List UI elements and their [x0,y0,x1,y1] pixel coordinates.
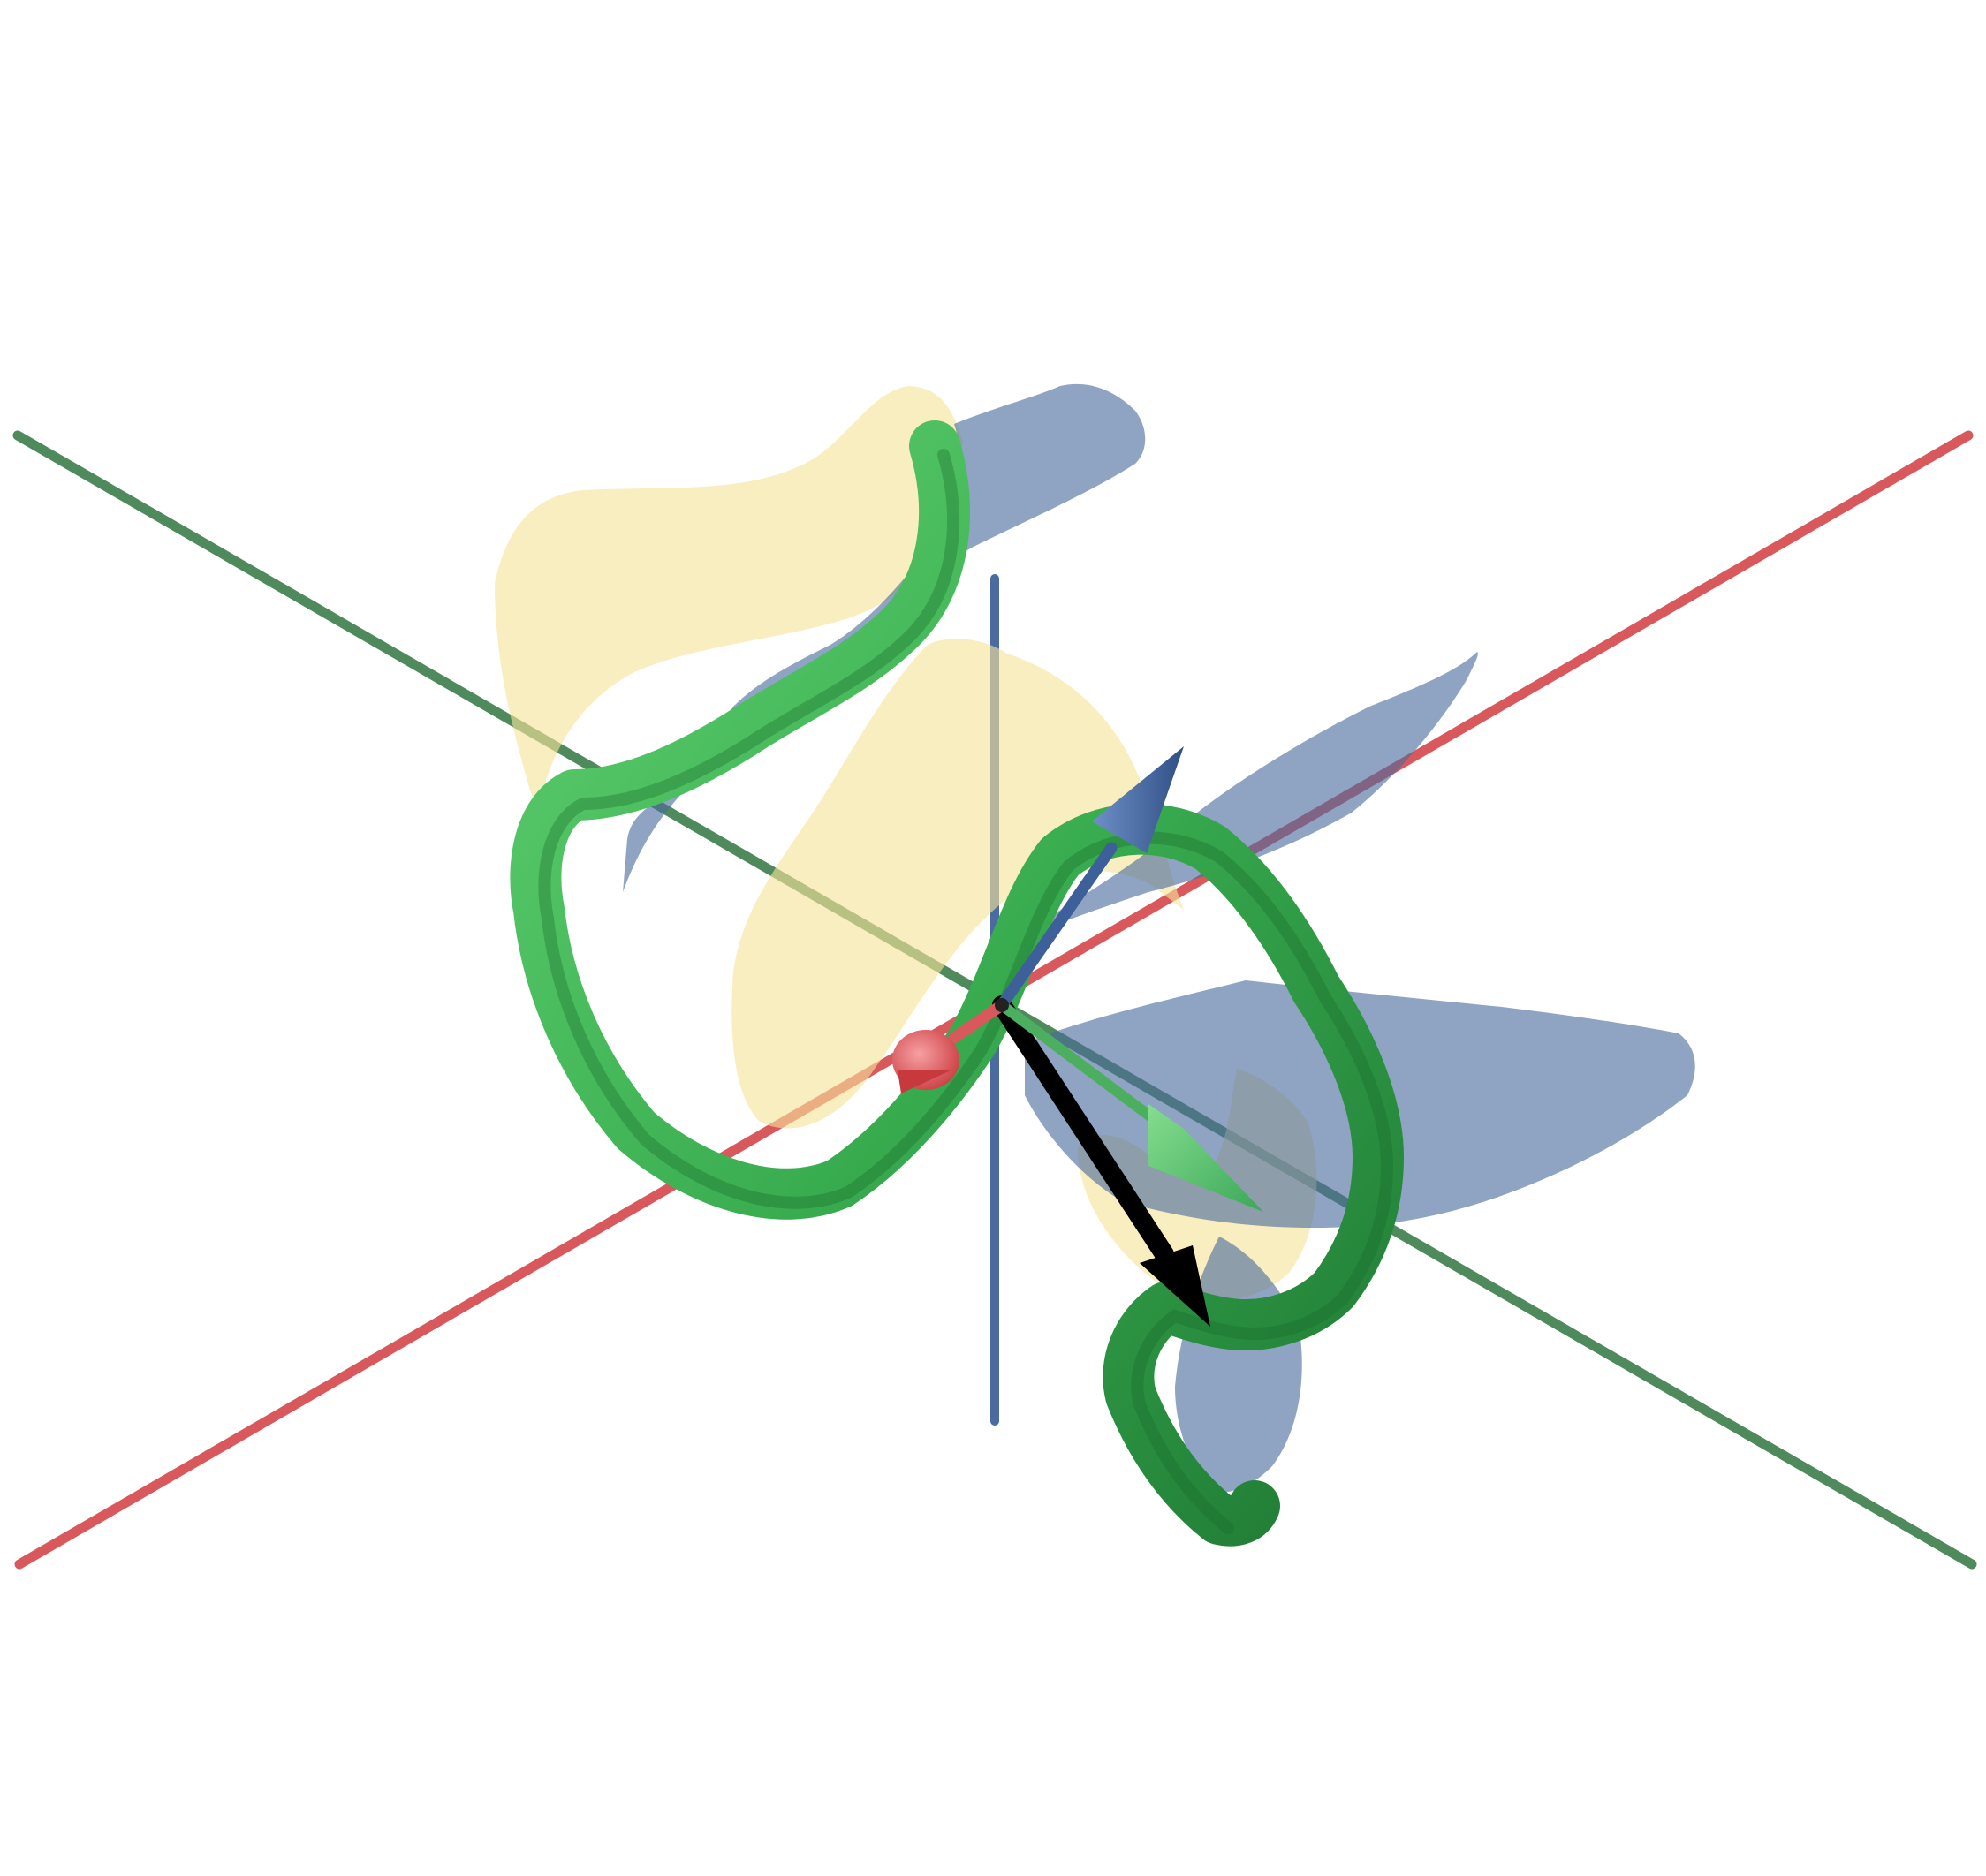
frame-origin [995,998,1009,1012]
space-curve-tube [510,420,1404,1547]
frenet-frame-arrows [892,746,1263,1327]
tangent-arrow [892,999,1008,1093]
binormal-arrow [997,1000,1263,1212]
position-arrow [992,995,1210,1327]
normal-arrow [996,746,1184,1011]
